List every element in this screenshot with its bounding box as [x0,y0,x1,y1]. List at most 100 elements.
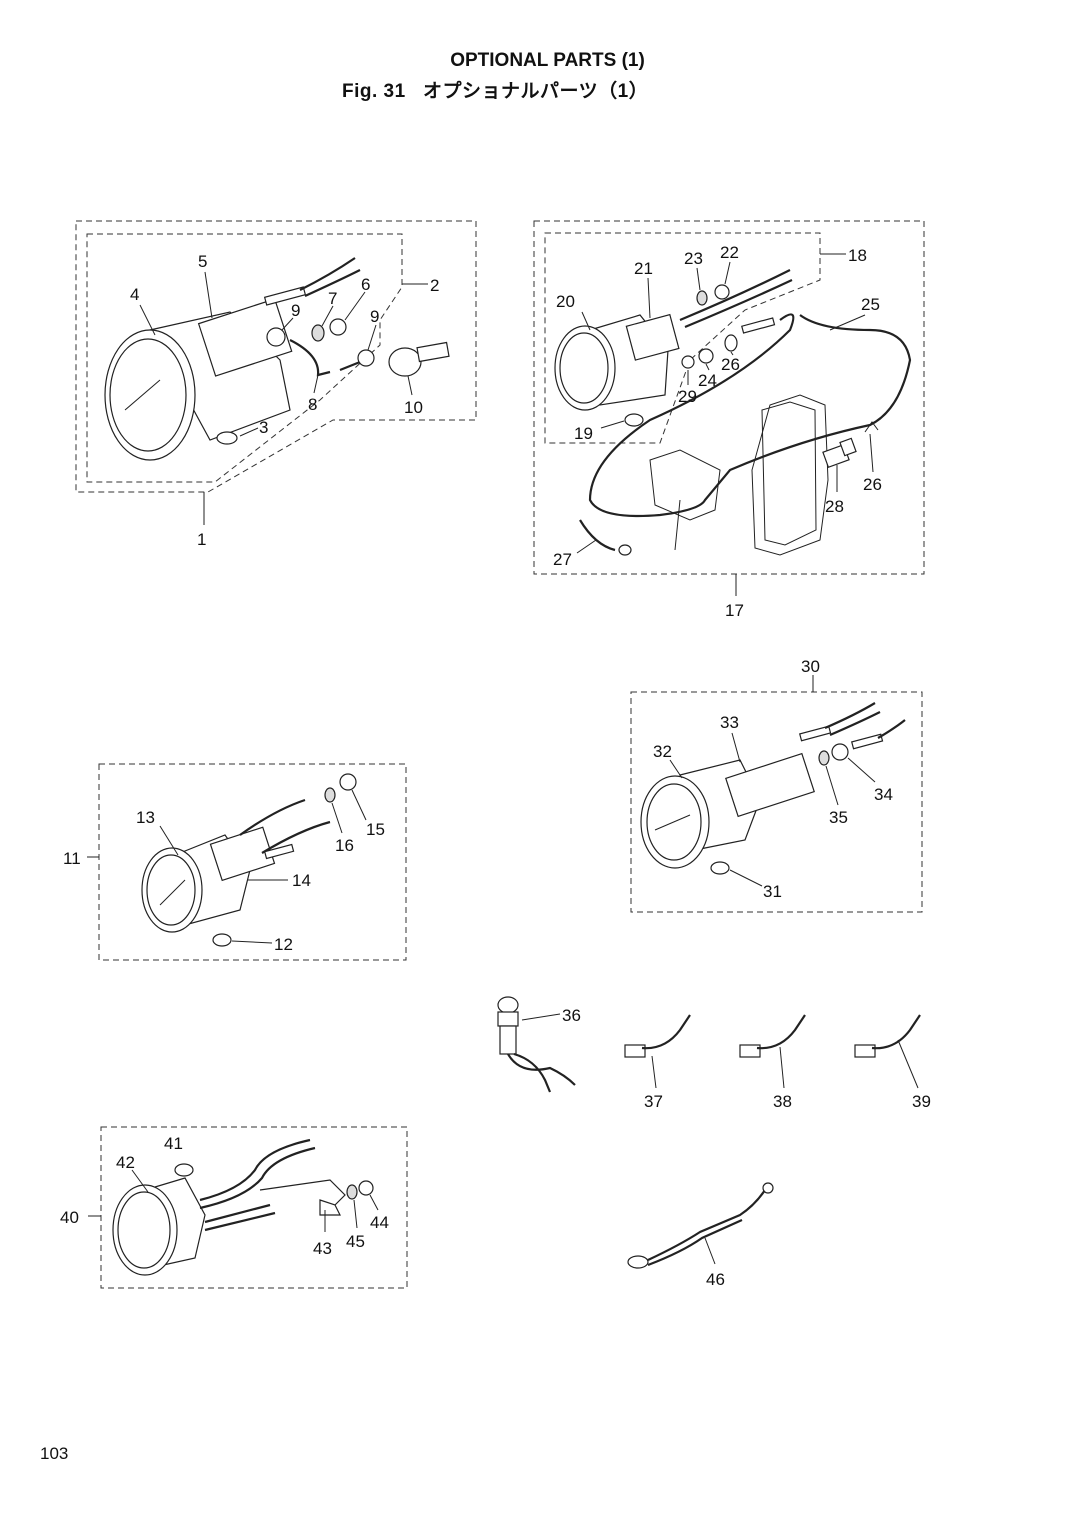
label-part-32: 32 [653,742,672,761]
label-part-6: 6 [361,275,370,294]
nut-44 [358,1180,374,1196]
group-box-2 [86,233,403,483]
label-part-33: 33 [720,713,739,732]
label-part-15: 15 [366,820,385,839]
assembly-30-gauge: 30 31 32 33 34 35 [630,657,923,913]
label-part-43: 43 [313,1239,332,1258]
label-part-26: 26 [721,355,740,374]
label-part-3: 3 [259,418,268,437]
label-part-18: 18 [848,246,867,265]
label-part-42: 42 [116,1153,135,1172]
page-title: OPTIONAL PARTS (1) [450,50,645,71]
label-part-35: 35 [829,808,848,827]
group-box-30 [630,691,923,913]
label-part-46: 46 [706,1270,725,1289]
washer-35 [818,750,830,766]
clip-26-lower [864,421,879,433]
washer-23 [696,290,708,306]
assembly-11-gauge: 11 12 13 14 15 16 [63,763,407,961]
label-part-26-second: 26 [863,475,882,494]
label-part-10: 10 [404,398,423,417]
label-part-29: 29 [678,387,697,406]
label-part-41: 41 [164,1134,183,1153]
label-part-23: 23 [684,249,703,268]
sender-28 [822,437,857,469]
bulb-12 [212,933,232,947]
nut-34 [831,743,849,761]
switch-36 [497,996,576,1093]
bracket-5 [197,298,293,377]
label-part-9-second: 9 [370,307,379,326]
label-part-37: 37 [644,1092,663,1111]
label-part-7: 7 [328,289,337,308]
label-part-22: 22 [720,243,739,262]
assembly-17-gauge-with-sender: 17 18 19 20 21 22 23 24 25 26 26 27 28 2… [533,220,925,620]
gauge-32 [640,759,761,869]
label-part-19: 19 [574,424,593,443]
engine-outline [649,394,829,556]
figure-caption: Fig. 31 オプショナルパーツ（1） [342,76,648,103]
label-part-16: 16 [335,836,354,855]
label-part-9: 9 [291,301,300,320]
loose-parts-36-39: 36 37 38 39 [497,996,931,1111]
gauge-13 [141,834,251,933]
assembly-1-tachometer: 1 2 3 4 5 6 7 8 9 9 10 [75,220,477,549]
group-box-1 [75,220,477,493]
washer-7 [311,324,325,342]
bracket-14 [209,826,276,882]
lead-38 [739,1014,806,1058]
bracket-33 [725,752,815,818]
label-part-17: 17 [725,601,744,620]
washer-16 [324,787,336,803]
label-part-38: 38 [773,1092,792,1111]
nut-22 [714,284,730,300]
label-part-2: 2 [430,276,439,295]
group-box-11 [98,763,407,961]
page-number: 103 [40,1444,69,1463]
label-part-24: 24 [698,371,717,390]
label-part-11: 11 [63,849,81,868]
washer-9 [266,327,286,347]
lead-39 [854,1014,921,1058]
nut-15 [339,773,357,791]
label-part-28: 28 [825,497,844,516]
label-part-34: 34 [874,785,893,804]
label-part-12: 12 [274,935,293,954]
label-part-40: 40 [60,1208,79,1227]
cable-8 [289,339,331,377]
figure-number: Fig. 31 [342,81,406,102]
washer-45 [346,1184,358,1200]
nut-6 [329,318,347,336]
group-box-40 [100,1126,408,1289]
bulb-3 [216,431,238,445]
label-part-20: 20 [556,292,575,311]
bracket-43 [259,1179,346,1216]
key-switch-10 [388,341,450,377]
label-part-27: 27 [553,550,572,569]
label-part-25: 25 [861,295,880,314]
label-part-21: 21 [634,259,653,278]
figure-title-japanese: オプショナルパーツ（1） [423,81,649,102]
label-part-36: 36 [562,1006,581,1025]
label-part-45: 45 [346,1232,365,1251]
bulb-31 [710,861,730,875]
label-part-30: 30 [801,657,820,676]
assembly-40-gauge: 40 41 42 43 44 45 [60,1126,408,1289]
gauge-42 [112,1177,206,1276]
group-box-17 [533,220,925,575]
bulb-41 [174,1163,194,1177]
label-part-5: 5 [198,252,207,271]
label-part-44: 44 [370,1213,389,1232]
label-part-4: 4 [130,285,139,304]
clip-26 [724,334,738,352]
nut-24 [698,348,714,364]
washer-29 [681,355,695,369]
lead-37 [624,1014,691,1058]
bulb-19 [624,413,644,427]
label-part-31: 31 [763,882,782,901]
label-part-1: 1 [197,530,206,549]
part-9b [357,349,375,367]
label-part-8: 8 [308,395,317,414]
label-part-39: 39 [912,1092,931,1111]
